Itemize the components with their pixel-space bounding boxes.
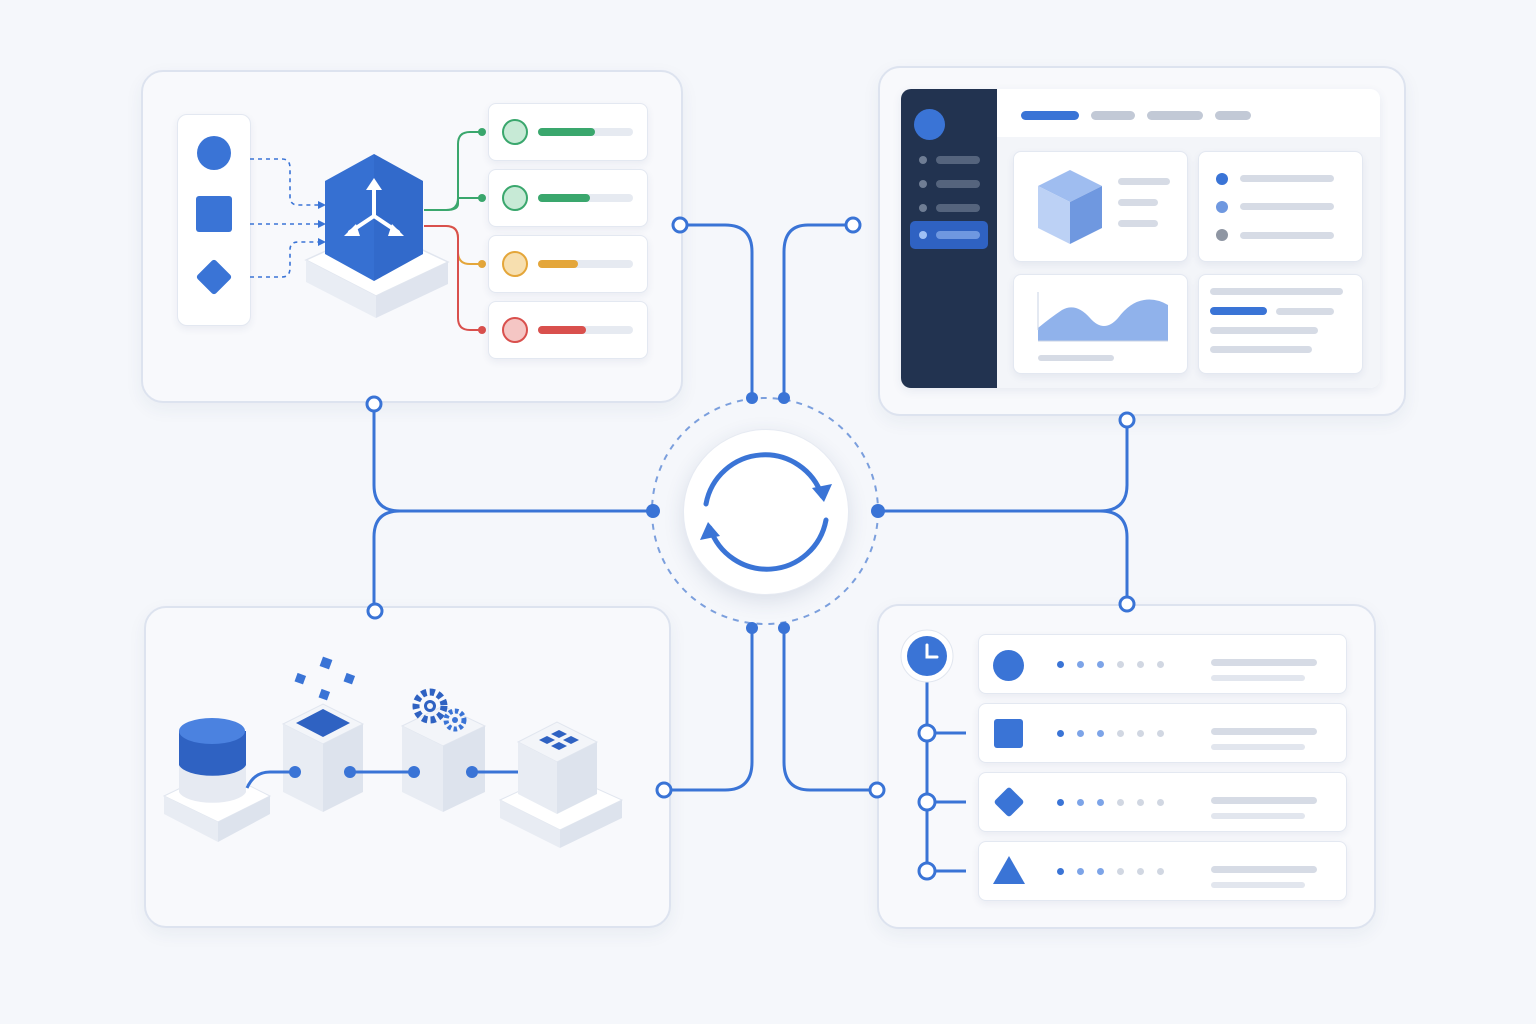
schedule-row[interactable]: [978, 772, 1347, 832]
progress-track: [538, 194, 633, 202]
progress-dot: [1057, 730, 1064, 737]
square-icon: [196, 196, 232, 232]
area-chart: [1038, 299, 1168, 341]
center-hub[interactable]: [683, 429, 849, 595]
data-block-icon: [281, 656, 365, 812]
circle-icon: [993, 650, 1024, 681]
diamond-icon: [196, 259, 232, 295]
output-item[interactable]: [488, 103, 648, 161]
gears-icon: [400, 688, 487, 812]
sidebar-dot-icon: [919, 156, 927, 164]
progress-dot: [1157, 799, 1164, 806]
row-subtext-line: [1211, 813, 1305, 819]
status-indicator: [502, 185, 528, 211]
progress-dot: [1077, 661, 1084, 668]
sidebar-dot-icon: [919, 204, 927, 212]
status-indicator: [502, 119, 528, 145]
connector-left-down: [372, 509, 402, 613]
row-text-line: [1211, 728, 1317, 735]
progress-dot: [1077, 868, 1084, 875]
dashboard-header: [997, 89, 1380, 138]
dashboard-sidebar: [901, 89, 997, 388]
row-text-line: [1211, 797, 1317, 804]
progress-dot: [1137, 799, 1144, 806]
progress-dot: [1097, 730, 1104, 737]
clock-icon: [900, 629, 954, 683]
header-tab[interactable]: [1021, 111, 1079, 120]
progress-dot: [1097, 868, 1104, 875]
output-item[interactable]: [488, 301, 648, 359]
sidebar-item-label: [936, 204, 980, 212]
progress-dot: [1137, 661, 1144, 668]
output-item[interactable]: [488, 235, 648, 293]
connector-br-vertical: [782, 626, 879, 792]
progress-dot: [1097, 799, 1104, 806]
sidebar-item[interactable]: [910, 199, 988, 217]
sidebar-item-label: [936, 231, 980, 239]
connector-tl-vertical: [678, 223, 754, 400]
database-icon: [179, 718, 246, 803]
sidebar-item[interactable]: [910, 175, 988, 193]
triangle-icon: [993, 856, 1025, 884]
progress-dot: [1077, 799, 1084, 806]
status-indicator: [502, 317, 528, 343]
row-subtext-line: [1211, 882, 1305, 888]
sidebar-dot-icon: [919, 180, 927, 188]
progress-fill: [538, 326, 586, 334]
output-item[interactable]: [488, 169, 648, 227]
grid-block-icon: [516, 721, 599, 814]
progress-dot: [1117, 661, 1124, 668]
header-tab[interactable]: [1091, 111, 1135, 120]
progress-dot: [1057, 799, 1064, 806]
circle-icon: [197, 136, 231, 170]
row-subtext-line: [1211, 744, 1305, 750]
progress-track: [538, 128, 633, 136]
status-indicator: [502, 251, 528, 277]
progress-dot: [1137, 868, 1144, 875]
progress-dot: [1157, 661, 1164, 668]
sidebar-item[interactable]: [910, 221, 988, 249]
cube-icon: [1038, 170, 1102, 244]
sidebar-item-label: [936, 156, 980, 164]
header-tab[interactable]: [1215, 111, 1251, 120]
connector-tr-vertical: [782, 223, 855, 400]
avatar[interactable]: [914, 109, 945, 140]
sync-icon: [700, 452, 832, 572]
progress-fill: [538, 260, 578, 268]
progress-fill: [538, 194, 591, 202]
progress-dot: [1117, 799, 1124, 806]
progress-dot: [1137, 730, 1144, 737]
connector-bl-vertical: [662, 626, 754, 792]
row-subtext-line: [1211, 675, 1305, 681]
progress-track: [538, 260, 633, 268]
progress-dot: [1057, 868, 1064, 875]
sidebar-item-label: [936, 180, 980, 188]
header-tab[interactable]: [1147, 111, 1203, 120]
schedule-row[interactable]: [978, 841, 1347, 901]
progress-dot: [1097, 661, 1104, 668]
progress-dot: [1057, 661, 1064, 668]
progress-dot: [1157, 868, 1164, 875]
progress-dot: [1077, 730, 1084, 737]
progress-fill: [538, 128, 595, 136]
sidebar-dot-icon: [919, 231, 927, 239]
progress-track: [538, 326, 633, 334]
row-text-line: [1211, 866, 1317, 873]
row-text-line: [1211, 659, 1317, 666]
connector-right-down: [1098, 509, 1129, 606]
progress-dot: [1117, 868, 1124, 875]
square-icon: [994, 719, 1023, 748]
schedule-row[interactable]: [978, 634, 1347, 694]
schedule-row[interactable]: [978, 703, 1347, 763]
progress-dot: [1157, 730, 1164, 737]
sidebar-item[interactable]: [910, 151, 988, 169]
progress-dot: [1117, 730, 1124, 737]
